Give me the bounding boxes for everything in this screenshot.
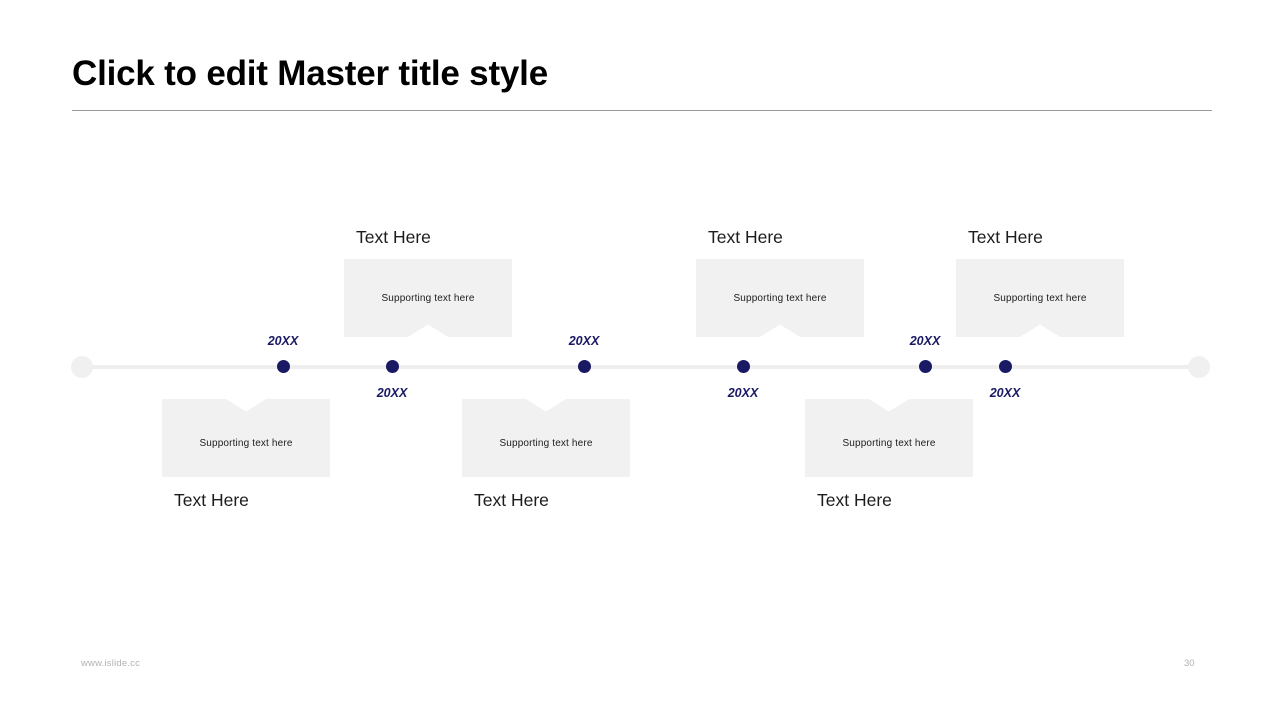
callout-supporting-text: Supporting text here: [499, 437, 593, 449]
callout-supporting-text: Supporting text here: [199, 437, 293, 449]
timeline-year-label: 20XX: [568, 334, 600, 348]
timeline-dot[interactable]: [385, 360, 399, 373]
timeline-callout[interactable]: Supporting text here: [162, 399, 330, 477]
timeline-year-label: 20XX: [727, 386, 759, 400]
timeline-year-label: 20XX: [989, 386, 1021, 400]
timeline-dot[interactable]: [998, 360, 1012, 373]
timeline-axis: [82, 365, 1200, 369]
timeline-dot[interactable]: [918, 360, 932, 373]
timeline-dot[interactable]: [736, 360, 750, 373]
title-placeholder[interactable]: Click to edit Master title style: [72, 54, 1212, 111]
callout-supporting-text: Supporting text here: [842, 437, 936, 449]
timeline-dot[interactable]: [276, 360, 290, 373]
timeline-endpoint-left: [71, 356, 93, 378]
timeline-year-label: 20XX: [267, 334, 299, 348]
callout-supporting-text: Supporting text here: [733, 292, 827, 304]
timeline-callout[interactable]: Supporting text here: [956, 259, 1124, 337]
timeline-heading: Text Here: [817, 490, 892, 510]
timeline-callout[interactable]: Supporting text here: [805, 399, 973, 477]
timeline-callout[interactable]: Supporting text here: [344, 259, 512, 337]
timeline-heading: Text Here: [174, 490, 249, 510]
page-title: Click to edit Master title style: [72, 54, 548, 93]
timeline-callout[interactable]: Supporting text here: [462, 399, 630, 477]
callout-supporting-text: Supporting text here: [993, 292, 1087, 304]
timeline-dot[interactable]: [577, 360, 591, 373]
timeline-callout[interactable]: Supporting text here: [696, 259, 864, 337]
timeline-heading: Text Here: [968, 227, 1043, 247]
timeline-heading: Text Here: [708, 227, 783, 247]
timeline-heading: Text Here: [356, 227, 431, 247]
title-divider: [72, 110, 1212, 111]
footer-page-number: 30: [1184, 658, 1195, 669]
timeline-year-label: 20XX: [376, 386, 408, 400]
timeline-endpoint-right: [1188, 356, 1210, 378]
footer-website: www.islide.cc: [81, 658, 141, 669]
callout-supporting-text: Supporting text here: [381, 292, 475, 304]
timeline-heading: Text Here: [474, 490, 549, 510]
timeline-year-label: 20XX: [909, 334, 941, 348]
